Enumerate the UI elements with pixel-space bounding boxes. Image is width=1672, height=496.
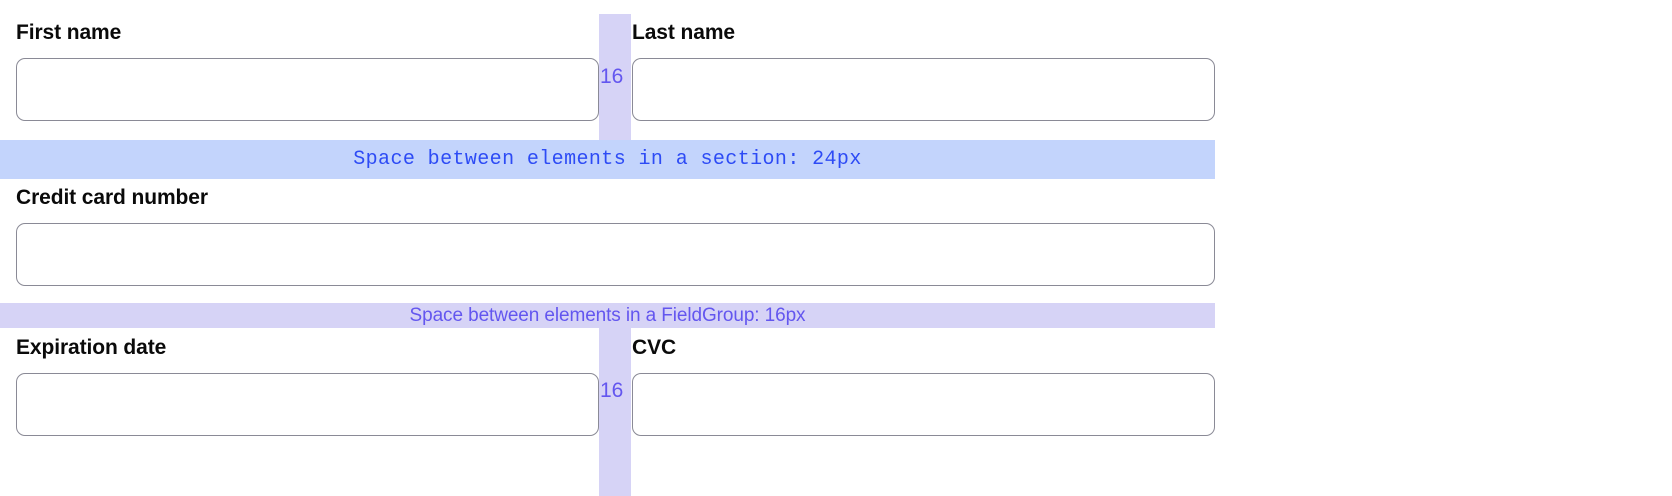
annotated-form: First name Last name 16 Space between el… <box>0 14 1215 496</box>
column-gap-value-expiry-row: 16 <box>600 379 624 402</box>
input-last-name[interactable] <box>632 58 1215 121</box>
field-cvc: CVC <box>632 335 1215 436</box>
fieldgroup-gap-annotation-band: Space between elements in a FieldGroup: … <box>0 303 1215 328</box>
fieldgroup-gap-annotation-text: Space between elements in a FieldGroup: … <box>409 305 806 326</box>
input-first-name[interactable] <box>16 58 599 121</box>
input-expiration-date[interactable] <box>16 373 599 436</box>
section-gap-annotation-text: Space between elements in a section: 24p… <box>353 148 862 171</box>
field-label-first-name: First name <box>16 21 122 44</box>
field-last-name: Last name <box>632 20 1215 121</box>
column-gap-indicator-expiry-row: 16 <box>599 328 631 496</box>
field-label-credit-card-number: Credit card number <box>16 186 208 209</box>
section-gap-annotation-band: Space between elements in a section: 24p… <box>0 140 1215 179</box>
field-label-cvc: CVC <box>632 336 677 359</box>
field-label-last-name: Last name <box>632 21 735 44</box>
field-first-name: First name <box>16 20 599 121</box>
input-credit-card-number[interactable] <box>16 223 1215 286</box>
input-cvc[interactable] <box>632 373 1215 436</box>
column-gap-value-name-row: 16 <box>600 65 624 88</box>
field-expiration-date: Expiration date <box>16 335 599 436</box>
column-gap-indicator-name-row: 16 <box>599 14 631 140</box>
field-label-expiration-date: Expiration date <box>16 336 167 359</box>
field-credit-card-number: Credit card number <box>16 185 1215 286</box>
